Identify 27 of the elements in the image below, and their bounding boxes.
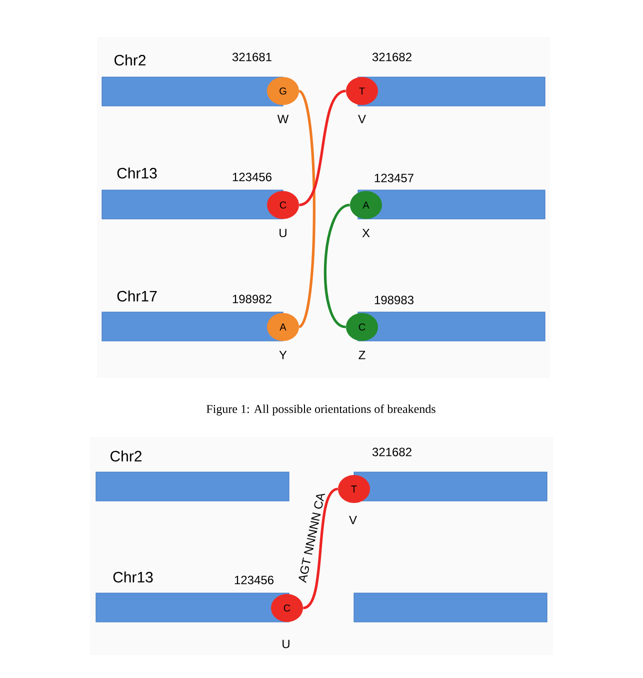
chromosome-label: Chr17 (117, 290, 157, 302)
chromosome-label: Chr13 (113, 572, 153, 582)
position-label: 321681 (232, 52, 272, 62)
breakend-label: X (362, 228, 370, 238)
position-label: 198982 (232, 294, 272, 304)
position-label: 123456 (232, 172, 272, 182)
position-label: 321682 (372, 448, 412, 456)
connector-curve (302, 488, 338, 610)
chromosome-label: Chr13 (117, 168, 157, 178)
chromosome-label: Chr2 (114, 54, 146, 66)
connector-curve (324, 204, 350, 328)
connector-curve (298, 90, 346, 206)
breakend-label: V (349, 516, 357, 524)
breakend-label: U (280, 228, 286, 238)
figure-caption: Figure 1: All possible orientations of breakends (206, 404, 436, 416)
chromosome-label: Chr2 (110, 450, 142, 462)
position-label: 198983 (374, 296, 414, 304)
breakend-label: Z (358, 350, 366, 360)
breakend-label: V (358, 114, 366, 124)
position-label: 123457 (374, 174, 414, 182)
connector-curve (298, 90, 316, 328)
breakend-label: W (277, 114, 289, 124)
position-label: 321682 (372, 52, 412, 62)
edge-label: AGT NNNNN CA (298, 494, 326, 584)
breakend-label: U (282, 640, 290, 648)
position-label: 123456 (234, 576, 274, 584)
breakend-label: Y (279, 350, 287, 360)
